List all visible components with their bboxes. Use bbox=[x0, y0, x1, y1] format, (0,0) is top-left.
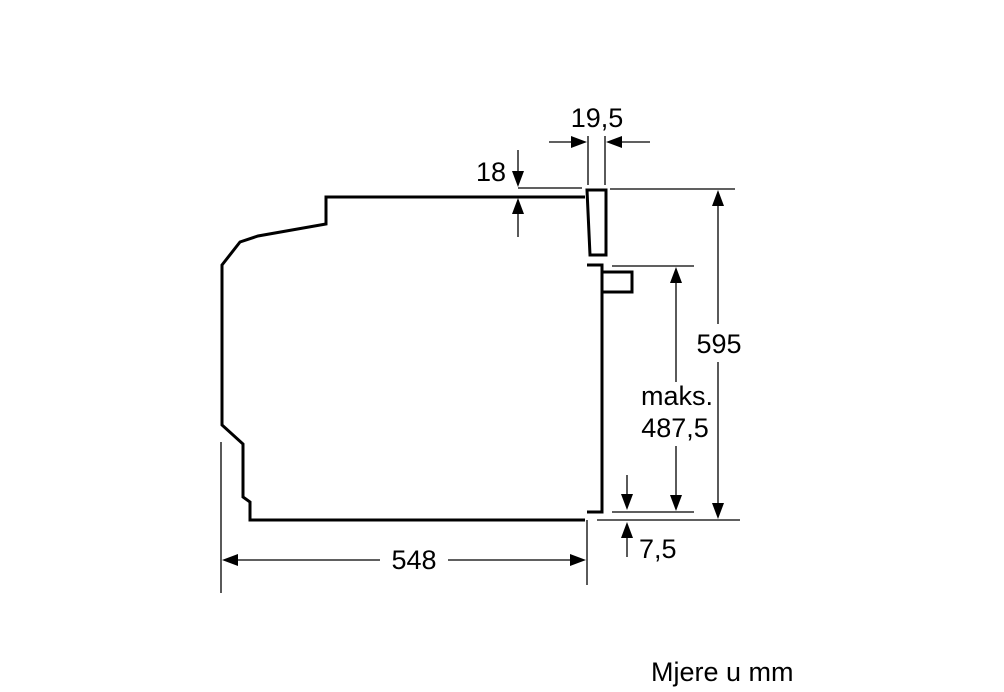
oven-body-outline bbox=[220, 195, 585, 522]
label-top-offset: 18 bbox=[476, 157, 506, 187]
arrow-7-5-down bbox=[621, 494, 633, 510]
arrow-18-up bbox=[512, 198, 524, 214]
arrow-door-top bbox=[670, 267, 682, 283]
label-depth: 548 bbox=[391, 545, 436, 575]
label-bottom-offset: 7,5 bbox=[639, 534, 677, 564]
arrow-height-top bbox=[712, 190, 724, 206]
arrow-panel-left bbox=[571, 136, 587, 148]
arrow-depth-right bbox=[570, 554, 586, 566]
arrow-18-down bbox=[512, 171, 524, 187]
front-control-panel bbox=[585, 188, 608, 257]
label-door-height: 487,5 bbox=[641, 413, 709, 443]
door-handle bbox=[602, 270, 634, 294]
label-panel-thickness: 19,5 bbox=[571, 103, 624, 133]
label-door-prefix: maks. bbox=[641, 381, 713, 411]
arrow-height-bottom bbox=[712, 503, 724, 519]
arrow-door-bottom bbox=[670, 495, 682, 511]
arrow-panel-right bbox=[606, 136, 622, 148]
arrow-7-5-up bbox=[621, 522, 633, 538]
oven-door bbox=[587, 263, 604, 514]
arrow-depth-left bbox=[222, 554, 238, 566]
units-note: Mjere u mm bbox=[651, 657, 794, 687]
label-height: 595 bbox=[696, 329, 741, 359]
